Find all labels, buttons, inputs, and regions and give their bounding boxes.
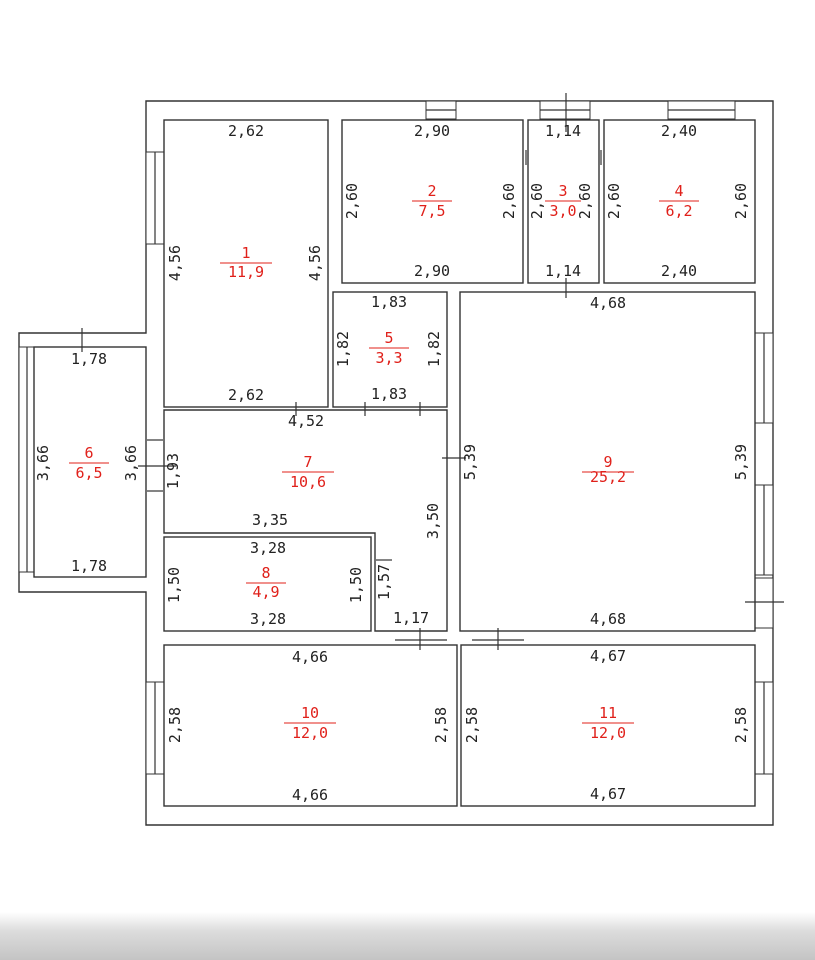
- room-number-9: 9: [603, 453, 612, 471]
- dim-label: 2,40: [661, 262, 697, 280]
- room-8: [163, 536, 372, 632]
- dim-label: 2,60: [500, 183, 518, 219]
- dim-label: 2,62: [228, 386, 264, 404]
- dim-label: 5,39: [732, 444, 750, 480]
- room-area-6: 6,5: [75, 464, 102, 482]
- dim-label: 4,68: [590, 294, 626, 312]
- dim-label: 2,90: [414, 122, 450, 140]
- dim-label: 1,83: [371, 385, 407, 403]
- dim-label: 2,58: [732, 707, 750, 743]
- room-number-8: 8: [261, 564, 270, 582]
- dim-label: 4,68: [590, 610, 626, 628]
- room-number-5: 5: [384, 329, 393, 347]
- dim-label: 1,14: [545, 122, 581, 140]
- dim-label: 2,90: [414, 262, 450, 280]
- dim-label: 1,17: [393, 609, 429, 627]
- dim-label: 2,60: [576, 183, 594, 219]
- dim-label: 4,56: [166, 245, 184, 281]
- room-number-4: 4: [674, 182, 683, 200]
- room-area-5: 3,3: [375, 349, 402, 367]
- dim-label: 2,40: [661, 122, 697, 140]
- dim-label: 1,83: [371, 293, 407, 311]
- room-number-2: 2: [427, 182, 436, 200]
- dim-label: 2,60: [343, 183, 361, 219]
- room-area-8: 4,9: [252, 583, 279, 601]
- dim-label: 3,50: [424, 503, 442, 539]
- room-labels: 1 11,9 2 7,5 3 3,0 4 6,2 5 3,3 6 6,5 7 1…: [69, 182, 699, 742]
- dim-label: 3,66: [122, 445, 140, 481]
- window: [754, 577, 774, 629]
- room-area-3: 3,0: [549, 202, 576, 220]
- room-7: [163, 409, 448, 632]
- room-6: [33, 346, 147, 578]
- dim-label: 4,56: [306, 245, 324, 281]
- room-area-1: 11,9: [228, 263, 264, 281]
- dim-label: 2,60: [605, 183, 623, 219]
- dim-label: 3,28: [250, 539, 286, 557]
- dim-label: 1,14: [545, 262, 581, 280]
- room-9: [459, 291, 756, 632]
- dim-label: 4,67: [590, 647, 626, 665]
- dim-label: 2,58: [166, 707, 184, 743]
- dim-label: 1,93: [164, 453, 182, 489]
- room-area-2: 7,5: [418, 202, 445, 220]
- dim-label: 1,82: [425, 331, 443, 367]
- room-number-11: 11: [599, 704, 617, 722]
- room-area-7: 10,6: [290, 473, 326, 491]
- dim-label: 1,82: [334, 331, 352, 367]
- room-number-1: 1: [241, 244, 250, 262]
- dim-label: 3,66: [34, 445, 52, 481]
- dimension-labels: 2,62 2,62 4,56 4,56 2,90 2,90 2,60 2,60 …: [34, 122, 750, 804]
- dim-label: 2,58: [432, 707, 450, 743]
- dim-label: 1,57: [375, 564, 393, 600]
- dim-label: 5,39: [461, 444, 479, 480]
- bottom-bar: [0, 912, 815, 960]
- dim-label: 4,66: [292, 648, 328, 666]
- room-number-6: 6: [84, 444, 93, 462]
- dim-label: 3,35: [252, 511, 288, 529]
- dim-label: 4,66: [292, 786, 328, 804]
- room-number-10: 10: [301, 704, 319, 722]
- dim-label: 1,78: [71, 557, 107, 575]
- room-number-7: 7: [303, 453, 312, 471]
- dim-label: 3,28: [250, 610, 286, 628]
- dim-label: 2,62: [228, 122, 264, 140]
- dim-label: 1,78: [71, 350, 107, 368]
- room-area-11: 12,0: [590, 724, 626, 742]
- dim-label: 2,58: [463, 707, 481, 743]
- room-area-9: 25,2: [590, 468, 626, 486]
- room-5: [332, 291, 448, 408]
- dim-label: 4,67: [590, 785, 626, 803]
- dim-label: 1,50: [347, 567, 365, 603]
- room-area-10: 12,0: [292, 724, 328, 742]
- room-11: [460, 644, 756, 807]
- door-markers: [81, 93, 784, 650]
- dim-label: 1,50: [165, 567, 183, 603]
- dim-label: 4,52: [288, 412, 324, 430]
- dim-label: 2,60: [732, 183, 750, 219]
- room-area-4: 6,2: [665, 202, 692, 220]
- room-10: [163, 644, 458, 807]
- room-number-3: 3: [558, 182, 567, 200]
- dim-label: 2,60: [528, 183, 546, 219]
